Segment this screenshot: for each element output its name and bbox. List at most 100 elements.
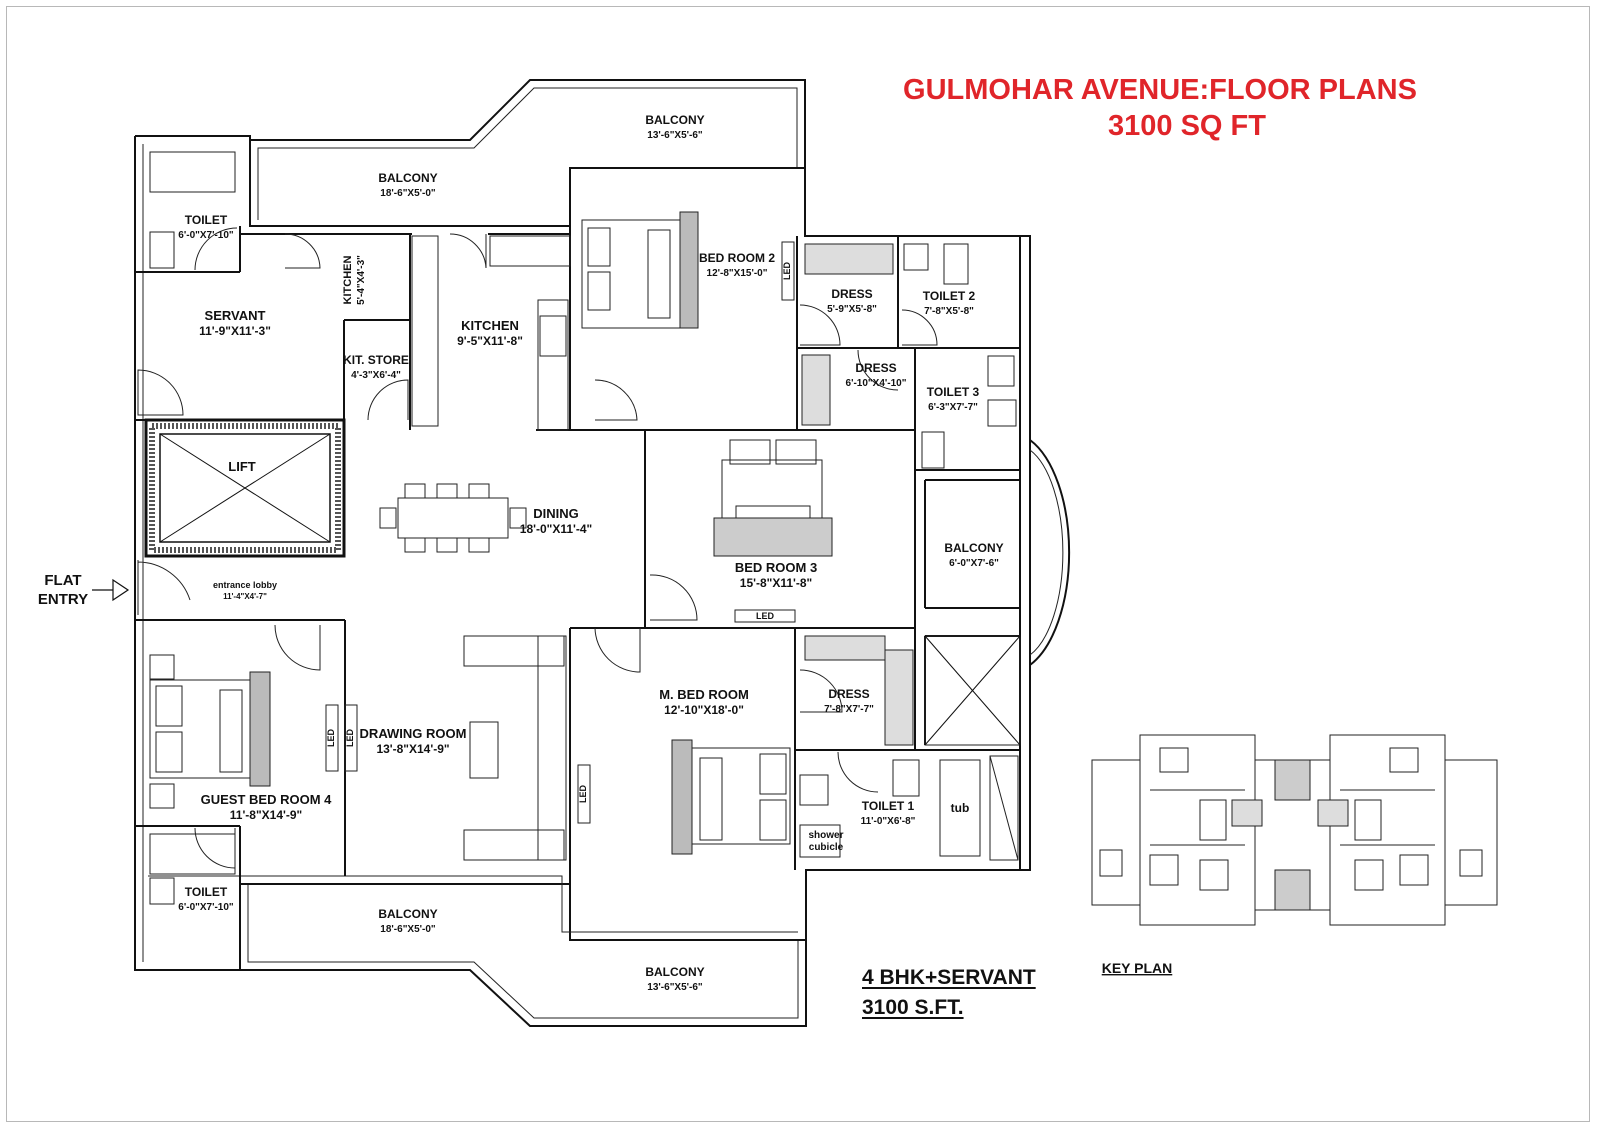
- room-name: entrance lobby: [213, 580, 277, 590]
- led-labels: LED LED LED LED LED: [326, 261, 792, 803]
- room-dims: 6'-3"X7'-7": [928, 402, 978, 413]
- room-dims: 4'-3"X6'-4": [351, 370, 401, 381]
- balcony-top-outline: [249, 79, 806, 220]
- room-name: DRAWING ROOM: [360, 726, 467, 741]
- room-name: TOILET 2: [923, 289, 976, 303]
- room-dims: 12'-8"X15'-0": [707, 268, 768, 279]
- room-dims: 18'-0"X11'-4": [520, 522, 592, 536]
- room-dims: 15'-8"X11'-8": [740, 576, 812, 590]
- room-name: SERVANT: [205, 308, 266, 323]
- room-label-toilet-servant: TOILET 6'-0"X7'-10": [178, 213, 234, 241]
- led-label: LED: [326, 728, 336, 747]
- duct-shaft: [924, 635, 1021, 746]
- key-plan: [1091, 734, 1498, 926]
- entry-label-1: FLAT: [44, 572, 81, 589]
- shower-label-2: cubicle: [809, 842, 844, 853]
- room-dims: 6'-0"X7'-10": [178, 230, 234, 241]
- room-dims: 11'-4"X4'-7": [223, 592, 267, 601]
- entry-label-2: ENTRY: [38, 591, 88, 608]
- main-outline: [134, 135, 1031, 971]
- room-label-balcony-right: BALCONY 6'-0"X7'-6": [944, 541, 1003, 569]
- room-name: KITCHEN: [342, 256, 354, 305]
- room-label-dress-2: DRESS 5'-9"X5'-8": [827, 287, 877, 315]
- summary-type: 4 BHK+SERVANT: [862, 966, 1036, 989]
- room-dims: 5'-9"X5'-8": [827, 304, 877, 315]
- room-name: DINING: [533, 506, 579, 521]
- room-name: BALCONY: [378, 171, 437, 185]
- led-label: LED: [578, 784, 588, 803]
- room-name: TOILET 3: [927, 385, 980, 399]
- room-name: TOILET 1: [862, 799, 915, 813]
- room-name: M. BED ROOM: [659, 687, 749, 702]
- room-label-entrance-lobby: entrance lobby 11'-4"X4'-7": [213, 580, 277, 601]
- led-label: LED: [345, 728, 355, 747]
- room-label-dress-3: DRESS 6'-10"X4'-10": [846, 361, 907, 389]
- room-dims: 11'-0"X6'-8": [861, 816, 916, 827]
- room-label-balcony-top-left: BALCONY 18'-6"X5'-0": [378, 171, 437, 199]
- room-name: LIFT: [228, 459, 255, 474]
- shower-label-1: shower: [808, 830, 843, 841]
- room-dims: 13'-8"X14'-9": [376, 742, 449, 756]
- balcony-bottom-inner: [247, 884, 799, 1019]
- room-dims: 7'-8"X7'-7": [824, 704, 874, 715]
- room-name: KIT. STORE: [343, 353, 409, 367]
- room-labels: BALCONY13'-6"X5'-6"BALCONY18'-6"X5'-0"TO…: [178, 113, 1003, 993]
- room-dims: 11'-8"X14'-9": [230, 808, 302, 822]
- room-name: DRESS: [831, 287, 872, 301]
- summary-area: 3100 S.FT.: [862, 996, 964, 1019]
- room-label-dress-m: DRESS 7'-8"X7'-7": [824, 687, 874, 715]
- lift-shaft: [144, 418, 346, 558]
- room-label-kit-store: KIT. STORE 4'-3"X6'-4": [343, 353, 409, 381]
- room-dims: 13'-6"X5'-6": [647, 130, 703, 141]
- round-balcony-inner: [1029, 449, 1064, 656]
- round-balcony: [1029, 439, 1071, 666]
- room-dims: 12'-10"X18'-0": [664, 703, 744, 717]
- room-label-toilet-3: TOILET 3 6'-3"X7'-7": [927, 385, 980, 413]
- room-name: TOILET: [185, 213, 228, 227]
- drawing-frame: [6, 6, 1590, 1122]
- room-dims: 18'-6"X5'-0": [380, 188, 436, 199]
- plan-title: GULMOHAR AVENUE:FLOOR PLANS: [903, 74, 1417, 106]
- room-label-bed-room-3: BED ROOM 315'-8"X11'-8": [735, 560, 817, 590]
- room-name: DRESS: [855, 361, 896, 375]
- room-dims: 18'-6"X5'-0": [380, 924, 436, 935]
- tub-label: tub: [951, 801, 970, 815]
- balcony-top-inner: [257, 87, 798, 220]
- room-name: BED ROOM 3: [735, 560, 817, 575]
- exterior-walls: [134, 79, 1071, 1027]
- plan-area-title: 3100 SQ FT: [1108, 110, 1266, 142]
- led-label: LED: [782, 261, 792, 280]
- room-label-toilet-1: TOILET 1 11'-0"X6'-8": [861, 799, 916, 827]
- room-label-guest-bed-room-4: GUEST BED ROOM 411'-8"X14'-9": [201, 792, 333, 822]
- interior-walls: [135, 168, 1021, 884]
- room-label-toilet-guest: TOILET 6'-0"X7'-10": [178, 885, 234, 913]
- led-label: LED: [756, 611, 775, 621]
- room-dims: 7'-8"X5'-8": [924, 306, 974, 317]
- room-dims: 6'-0"X7'-10": [178, 902, 234, 913]
- room-name: BALCONY: [645, 965, 704, 979]
- room-name: BED ROOM 2: [699, 251, 775, 265]
- entry-arrow: [92, 578, 130, 602]
- room-name: BALCONY: [378, 907, 437, 921]
- room-name: BALCONY: [944, 541, 1003, 555]
- room-name: GUEST BED ROOM 4: [201, 792, 333, 807]
- furniture: [149, 151, 1019, 905]
- room-name: TOILET: [185, 885, 228, 899]
- room-label-balcony-bottom-left: BALCONY 18'-6"X5'-0": [378, 907, 437, 935]
- room-label-lift: LIFT: [228, 459, 255, 474]
- room-name: DRESS: [828, 687, 869, 701]
- room-dims: 6'-10"X4'-10": [846, 378, 907, 389]
- room-dims: 5'-4"X4'-3": [356, 255, 367, 305]
- room-dims: 9'-5"X11'-8": [457, 334, 523, 348]
- room-dims: 6'-0"X7'-6": [949, 558, 999, 569]
- room-label-bed-room-2: BED ROOM 2 12'-8"X15'-0": [699, 251, 775, 279]
